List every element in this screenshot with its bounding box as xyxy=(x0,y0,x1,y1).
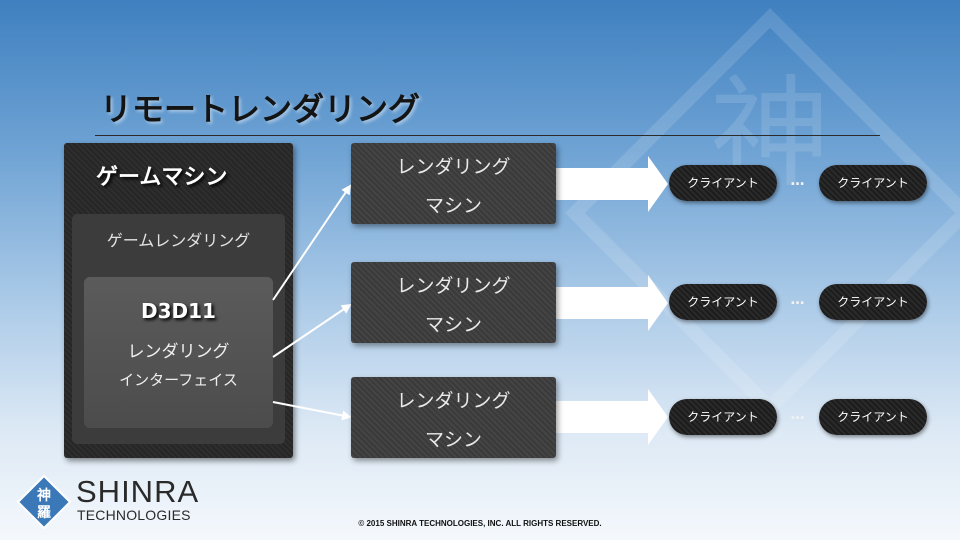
client-pill: クライアント xyxy=(669,165,777,201)
logo-wordmark: SHINRA xyxy=(76,474,200,509)
game-rendering-panel: ゲームレンダリング D3D11 レンダリング インターフェイス xyxy=(72,214,285,444)
rendering-machine: レンダリング マシン xyxy=(351,262,556,343)
rendering-machine-label-line1: レンダリング xyxy=(396,390,511,412)
stream-arrow-1 xyxy=(556,156,668,212)
client-ellipsis: … xyxy=(790,407,806,423)
arrow-to-render-machine-3 xyxy=(272,401,352,421)
client-ellipsis: … xyxy=(790,173,806,189)
game-machine-panel: ゲームマシン ゲームレンダリング D3D11 レンダリング インターフェイス xyxy=(64,143,293,458)
client-pill: クライアント xyxy=(819,399,927,435)
d3d11-label-line2: インターフェイス xyxy=(119,371,238,389)
stream-arrow-2 xyxy=(556,275,668,331)
client-ellipsis: … xyxy=(790,292,806,308)
game-machine-label: ゲームマシン xyxy=(96,165,228,190)
arrow-to-render-machine-2 xyxy=(272,303,352,358)
client-pill: クライアント xyxy=(819,165,927,201)
arrow-to-render-machine-1 xyxy=(272,184,352,301)
logo-subtitle: TECHNOLOGIES xyxy=(77,507,191,523)
game-rendering-label: ゲームレンダリング xyxy=(106,231,251,250)
rendering-machine-label-line1: レンダリング xyxy=(396,275,511,297)
shinra-logo-icon: 神 羅 xyxy=(16,474,72,530)
title-divider xyxy=(95,135,880,136)
rendering-machine-label-line2: マシン xyxy=(424,429,482,451)
rendering-machine: レンダリング マシン xyxy=(351,377,556,458)
client-pill: クライアント xyxy=(819,284,927,320)
client-pill: クライアント xyxy=(669,399,777,435)
d3d11-title: D3D11 xyxy=(141,299,216,323)
svg-text:羅: 羅 xyxy=(37,505,51,521)
d3d11-interface-box: D3D11 レンダリング インターフェイス xyxy=(84,277,273,428)
rendering-machine: レンダリング マシン xyxy=(351,143,556,224)
rendering-machine-label-line1: レンダリング xyxy=(396,156,511,178)
d3d11-label-line1: レンダリング xyxy=(127,342,230,362)
rendering-machine-label-line2: マシン xyxy=(424,314,482,336)
copyright-notice: © 2015 SHINRA TECHNOLOGIES, INC. ALL RIG… xyxy=(358,519,602,528)
stream-arrow-3 xyxy=(556,389,668,445)
rendering-machine-label-line2: マシン xyxy=(424,195,482,217)
client-pill: クライアント xyxy=(669,284,777,320)
svg-text:神: 神 xyxy=(37,487,51,504)
slide-title: リモートレンダリング xyxy=(100,90,421,128)
